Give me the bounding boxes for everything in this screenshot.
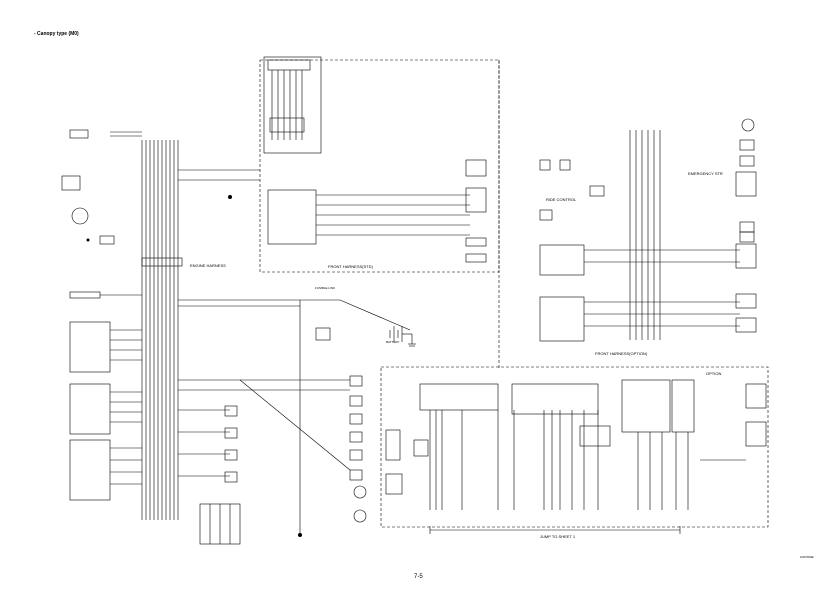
ride-control-label: RIDE CONTROL [546, 197, 577, 202]
front-harness-option-label: FRONT HARNESS(OPTION) [595, 351, 648, 356]
page-number: 7-5 [414, 574, 423, 580]
diagram-title: - Canopy type (M0) [34, 31, 79, 37]
jump-to-sheet-label: JUMP TO SHEET 1 [540, 534, 576, 539]
drawing-code: 1007000E [800, 555, 814, 559]
battery-label: BATTERY [386, 340, 400, 344]
top-inset-box [263, 56, 322, 154]
emergency-str-label: EMERGENCY STR [688, 171, 723, 176]
front-harness-std-label: FRONT HARNESS(STD) [328, 264, 373, 269]
engine-harness-label: ENGINE HARNESS [190, 263, 226, 268]
fusible-link-label: FUSIBLE LINK [315, 286, 336, 290]
option-label: OPTION [706, 371, 722, 376]
lower-right-box [380, 366, 769, 528]
